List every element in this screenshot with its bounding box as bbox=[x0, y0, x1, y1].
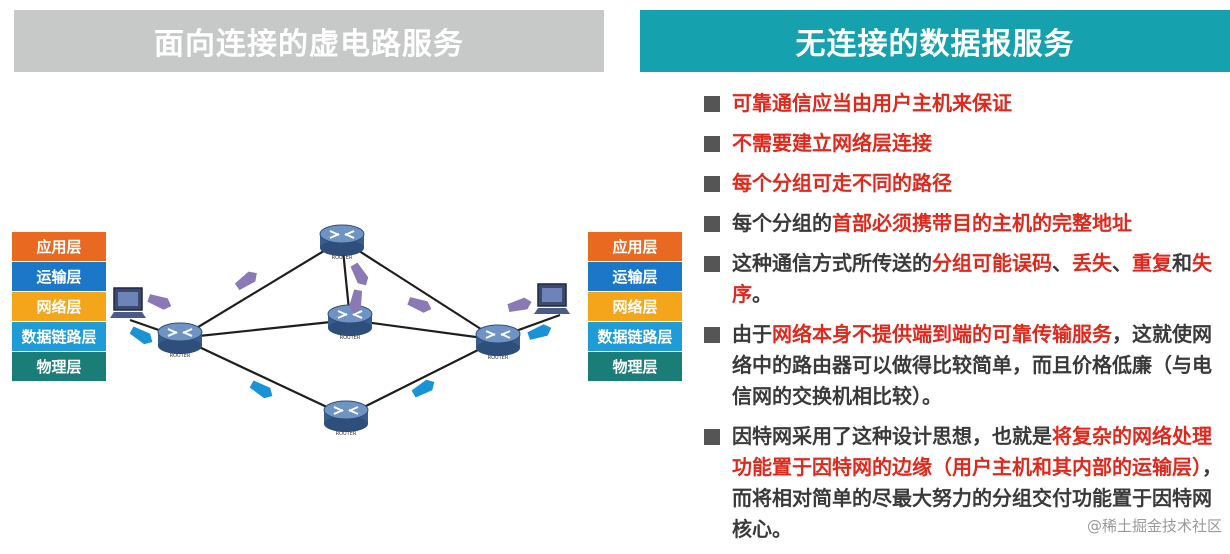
right-host-icon bbox=[534, 283, 570, 314]
bullet-text-segment: 每个分组的 bbox=[732, 211, 832, 235]
bullet-text-segment: 由于 bbox=[732, 322, 772, 346]
router-left-icon: ROUTER bbox=[157, 322, 203, 359]
packet-9 bbox=[411, 379, 435, 398]
datagram-title: 无连接的数据报服务 bbox=[640, 10, 1230, 72]
packet-7 bbox=[527, 324, 552, 340]
bullet-text-segment: 丢失 bbox=[1072, 251, 1112, 275]
bullet-item-0: 可靠通信应当由用户主机来保证 bbox=[704, 88, 1224, 119]
datagram-feature-list: 可靠通信应当由用户主机来保证不需要建立网络层连接每个分组可走不同的路径每个分组的… bbox=[704, 88, 1224, 554]
bullet-square-icon bbox=[704, 216, 720, 232]
network-diagram: 应用层运输层网络层数据链路层物理层 应用层运输层网络层数据链路层物理层 ROUT… bbox=[0, 190, 690, 450]
router-middle-icon: ROUTER bbox=[327, 304, 373, 341]
bullet-item-5: 由于网络本身不提供端到端的可靠传输服务，这就使网络中的路由器可以做得比较简单，而… bbox=[704, 319, 1224, 412]
bullet-text-segment: 重复 bbox=[1132, 251, 1172, 275]
packet-8 bbox=[249, 380, 273, 399]
bullet-text-segment: 分组可能误码 bbox=[932, 251, 1052, 275]
bullet-item-4: 这种通信方式所传送的分组可能误码、丢失、重复和失序。 bbox=[704, 248, 1224, 310]
left-host-icon bbox=[110, 287, 146, 318]
right-protocol-stack: 应用层运输层网络层数据链路层物理层 bbox=[588, 232, 682, 382]
watermark: @稀土掘金技术社区 bbox=[1086, 517, 1222, 535]
left-layer-1: 运输层 bbox=[12, 262, 106, 291]
packet-1 bbox=[350, 262, 369, 286]
left-layer-2: 网络层 bbox=[12, 292, 106, 321]
packet-3 bbox=[407, 297, 432, 313]
right-layer-4: 物理层 bbox=[588, 352, 682, 381]
svg-text:ROUTER: ROUTER bbox=[340, 335, 361, 341]
bullet-text-segment: 网络本身不提供端到端的可靠传输服务 bbox=[772, 322, 1112, 346]
left-protocol-stack: 应用层运输层网络层数据链路层物理层 bbox=[12, 232, 106, 382]
bullet-text-segment: 、 bbox=[1052, 251, 1072, 275]
right-layer-2: 网络层 bbox=[588, 292, 682, 321]
right-layer-0: 应用层 bbox=[588, 232, 682, 261]
left-layer-0: 应用层 bbox=[12, 232, 106, 261]
bullet-item-1: 不需要建立网络层连接 bbox=[704, 128, 1224, 159]
svg-text:ROUTER: ROUTER bbox=[332, 255, 353, 261]
router-right-icon: ROUTER bbox=[475, 324, 521, 361]
bullet-item-6: 因特网采用了这种设计思想，也就是将复杂的网络处理功能置于因特网的边缘（用户主机和… bbox=[704, 421, 1224, 545]
network-topology: ROUTER ROUTER ROUTER ROUTER ROUTER bbox=[110, 224, 570, 437]
router-top-icon: ROUTER bbox=[319, 224, 365, 261]
bullet-square-icon bbox=[704, 256, 720, 272]
svg-text:ROUTER: ROUTER bbox=[170, 353, 191, 359]
packet-0 bbox=[234, 271, 257, 291]
bullet-square-icon bbox=[704, 429, 720, 445]
bullet-square-icon bbox=[704, 176, 720, 192]
bullet-text-segment: 不需要建立网络层连接 bbox=[732, 131, 932, 155]
bullet-square-icon bbox=[704, 327, 720, 343]
svg-text:ROUTER: ROUTER bbox=[336, 431, 357, 437]
bullet-text-segment: 可靠通信应当由用户主机来保证 bbox=[732, 91, 1012, 115]
router-bottom-icon: ROUTER bbox=[323, 400, 369, 437]
bullet-item-2: 每个分组可走不同的路径 bbox=[704, 168, 1224, 199]
packet-2 bbox=[349, 289, 363, 314]
packet-4 bbox=[147, 294, 172, 310]
bullet-text-segment: 每个分组可走不同的路径 bbox=[732, 171, 952, 195]
bullet-text-segment: 这种通信方式所传送的 bbox=[732, 251, 932, 275]
right-layer-1: 运输层 bbox=[588, 262, 682, 291]
packet-6 bbox=[129, 326, 153, 345]
bullet-text-segment: 首部必须携带目的主机的完整地址 bbox=[832, 211, 1132, 235]
left-layer-4: 物理层 bbox=[12, 352, 106, 381]
right-layer-3: 数据链路层 bbox=[588, 322, 682, 351]
bullet-text-segment: 因特网采用了这种设计思想，也就是 bbox=[732, 424, 1052, 448]
bullet-square-icon bbox=[704, 136, 720, 152]
virtual-circuit-title: 面向连接的虚电路服务 bbox=[14, 10, 604, 72]
bullet-text-segment: 将复杂的网络处理功能置于因特网的边缘（用户主机和其内部的运输层） bbox=[732, 424, 1212, 479]
bullet-square-icon bbox=[704, 96, 720, 112]
left-layer-3: 数据链路层 bbox=[12, 322, 106, 351]
bullet-text-segment: 。 bbox=[752, 282, 772, 306]
bullet-text-segment: 和 bbox=[1172, 251, 1192, 275]
bullet-text-segment: ，而将相对简单的尽最大努力的分组交付功能置于因特网核心。 bbox=[732, 455, 1222, 541]
bullet-text-segment: ，这就使网络中的路由器可以做得比较简单，而且价格低廉（与电信网的交换机相比较）。 bbox=[732, 322, 1212, 408]
packet-5 bbox=[507, 297, 532, 312]
bullet-item-3: 每个分组的首部必须携带目的主机的完整地址 bbox=[704, 208, 1224, 239]
bullet-text-segment: 、 bbox=[1112, 251, 1132, 275]
svg-text:ROUTER: ROUTER bbox=[488, 355, 509, 361]
bullet-text-segment: 失序 bbox=[732, 251, 1212, 306]
